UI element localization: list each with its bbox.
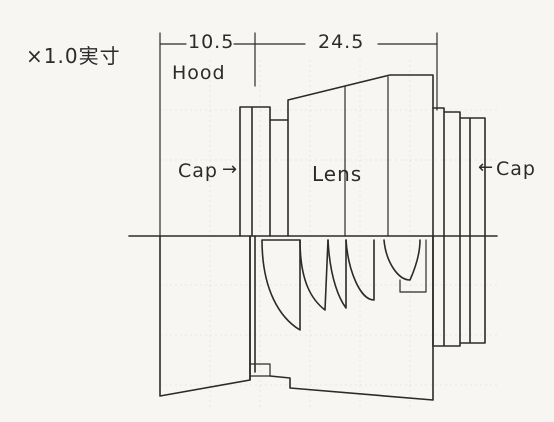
front-cap-upper <box>239 106 271 237</box>
lens-label: Lens <box>312 162 363 186</box>
scale-label: ×1.0実寸 <box>26 44 121 68</box>
front-cap-arrow: → <box>222 159 239 180</box>
rear-cap-arrow: ← <box>478 157 495 178</box>
rear-cap-upper <box>432 107 486 237</box>
lens-barrel-upper <box>269 74 434 237</box>
hood-label: Hood <box>172 62 226 84</box>
lens-elements-lower <box>261 239 427 331</box>
hood-dimension-label: 10.5 <box>188 31 235 53</box>
dimension-lines <box>159 32 438 237</box>
graph-paper-grid <box>160 60 500 410</box>
hood-lower <box>159 235 271 397</box>
front-cap-label: Cap <box>178 160 218 182</box>
lens-dimension-label: 24.5 <box>318 31 365 53</box>
lens-barrel-lower <box>249 235 434 401</box>
rear-cap-lower <box>432 235 486 347</box>
rear-cap-label: Cap <box>496 158 536 180</box>
